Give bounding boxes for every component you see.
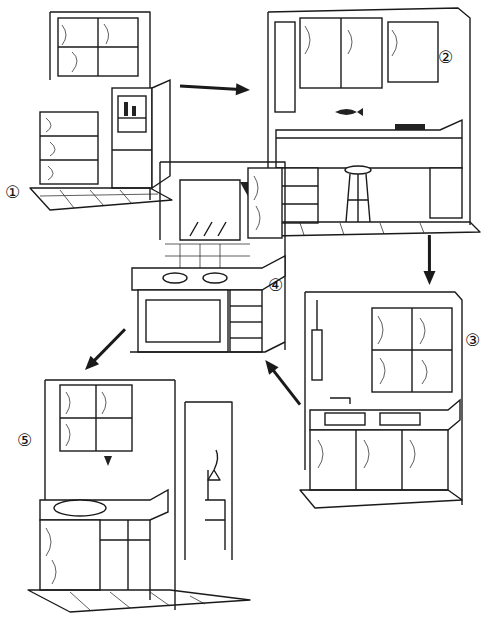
kitchen-panel: ⑤ xyxy=(15,370,265,615)
callout-number: ⑤ xyxy=(17,430,32,450)
arrow-head xyxy=(265,360,278,375)
panel-5-art xyxy=(28,380,250,612)
arrow-head xyxy=(423,271,435,285)
arrow-head xyxy=(236,83,250,95)
flow-arrow xyxy=(85,329,125,370)
flow-arrow xyxy=(423,235,435,285)
kitchen-panel: ① xyxy=(5,10,180,210)
arrow-head xyxy=(85,356,99,370)
panel-1-art xyxy=(30,12,172,210)
arrow-shaft xyxy=(428,235,431,275)
panel-3-art xyxy=(300,292,462,508)
callout-number: ① xyxy=(5,182,20,202)
arrow-shaft xyxy=(92,329,125,363)
panel-2-art xyxy=(260,8,480,236)
kitchen-panel: ③ xyxy=(300,285,485,515)
flow-arrow xyxy=(180,83,250,95)
kitchen-panel: ④ xyxy=(125,155,290,360)
callout-number: ④ xyxy=(268,275,283,295)
callout-number: ② xyxy=(438,47,453,67)
flow-arrow xyxy=(265,360,300,405)
arrow-shaft xyxy=(271,368,300,405)
arrow-shaft xyxy=(180,86,240,90)
kitchen-panel: ② xyxy=(250,5,480,235)
callout-number: ③ xyxy=(465,330,480,350)
panel-4-art xyxy=(130,162,285,352)
